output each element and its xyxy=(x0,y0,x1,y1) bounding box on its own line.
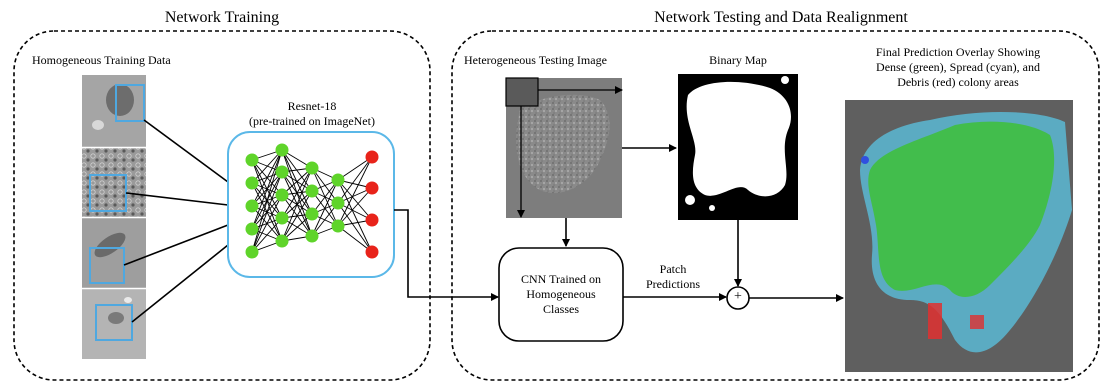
network-edge xyxy=(337,202,373,253)
cnn-box-line1: CNN Trained on xyxy=(520,272,601,286)
training-image-strip xyxy=(82,75,146,359)
testing-section-frame xyxy=(451,30,1100,381)
network-output-node xyxy=(365,181,379,195)
network-node xyxy=(331,219,345,233)
network-edge xyxy=(281,149,313,192)
network-node xyxy=(275,143,289,157)
network-node xyxy=(305,207,319,221)
network-edge xyxy=(281,167,313,219)
network-edge xyxy=(337,179,373,221)
final-overlay-title-line1: Final Prediction Overlay Showing xyxy=(875,45,1041,59)
resnet-network-box xyxy=(227,131,395,278)
training-data-label: Homogeneous Training Data xyxy=(32,53,171,67)
cnn-box-line2: Homogeneous xyxy=(526,287,596,301)
network-edge xyxy=(281,213,313,242)
network-edge xyxy=(281,167,313,196)
network-edge xyxy=(311,202,339,237)
network-edge xyxy=(251,217,283,253)
resnet-label-line1: Resnet-18 xyxy=(287,99,337,113)
resnet-label-line2: (pre-trained on ImageNet) xyxy=(249,114,375,128)
network-node xyxy=(305,184,319,198)
network-node xyxy=(331,196,345,210)
network-output-node xyxy=(365,150,379,164)
network-nodes xyxy=(245,143,379,259)
network-node xyxy=(245,199,259,213)
cnn-box xyxy=(498,247,624,342)
binary-map-label: Binary Map xyxy=(709,53,767,67)
network-node xyxy=(245,245,259,259)
network-edge xyxy=(251,149,283,230)
network-edge xyxy=(311,179,339,215)
network-edge xyxy=(337,156,373,204)
training-connector-lines xyxy=(123,119,229,323)
training-section-frame xyxy=(13,30,431,381)
network-to-cnn-arrow xyxy=(394,209,499,301)
training-patch-box-3 xyxy=(89,247,125,284)
network-node xyxy=(275,188,289,202)
network-node xyxy=(305,229,319,243)
network-node xyxy=(245,176,259,190)
testing-image-label: Heterogeneous Testing Image xyxy=(464,53,607,67)
sum-symbol: + xyxy=(734,289,742,304)
network-edges xyxy=(251,149,373,253)
network-node xyxy=(275,165,289,179)
network-edge xyxy=(281,190,313,242)
network-node xyxy=(245,153,259,167)
network-node xyxy=(275,211,289,225)
cnn-box-line3: Classes xyxy=(543,302,579,316)
testing-image xyxy=(505,77,622,218)
network-node xyxy=(305,161,319,175)
patch-predictions-line1: Patch xyxy=(659,262,687,276)
network-edge xyxy=(251,194,283,253)
network-node xyxy=(245,222,259,236)
network-edge xyxy=(337,156,373,227)
network-output-node xyxy=(365,245,379,259)
network-edge xyxy=(251,171,283,253)
network-edge xyxy=(337,187,373,227)
network-edge xyxy=(337,225,373,253)
final-overlay-image xyxy=(845,100,1073,372)
network-node xyxy=(275,234,289,248)
final-overlay-title-line2: Dense (green), Spread (cyan), and xyxy=(876,60,1040,74)
binary-map-image xyxy=(678,74,798,220)
training-patch-box-4 xyxy=(95,304,133,341)
network-edge xyxy=(251,149,283,253)
final-overlay-title-line3: Debris (red) colony areas xyxy=(897,75,1019,89)
network-edge xyxy=(337,156,373,181)
patch-predictions-line2: Predictions xyxy=(646,277,700,291)
network-edge xyxy=(337,179,373,253)
network-node xyxy=(331,173,345,187)
network-edge xyxy=(281,167,313,242)
network-edge xyxy=(251,149,283,207)
network-edge xyxy=(251,149,283,184)
network-edge xyxy=(311,179,339,237)
training-patch-box-1 xyxy=(115,84,145,122)
testing-section-title: Network Testing and Data Realignment xyxy=(654,9,908,26)
training-section-title: Network Training xyxy=(164,9,280,26)
network-output-node xyxy=(365,213,379,227)
